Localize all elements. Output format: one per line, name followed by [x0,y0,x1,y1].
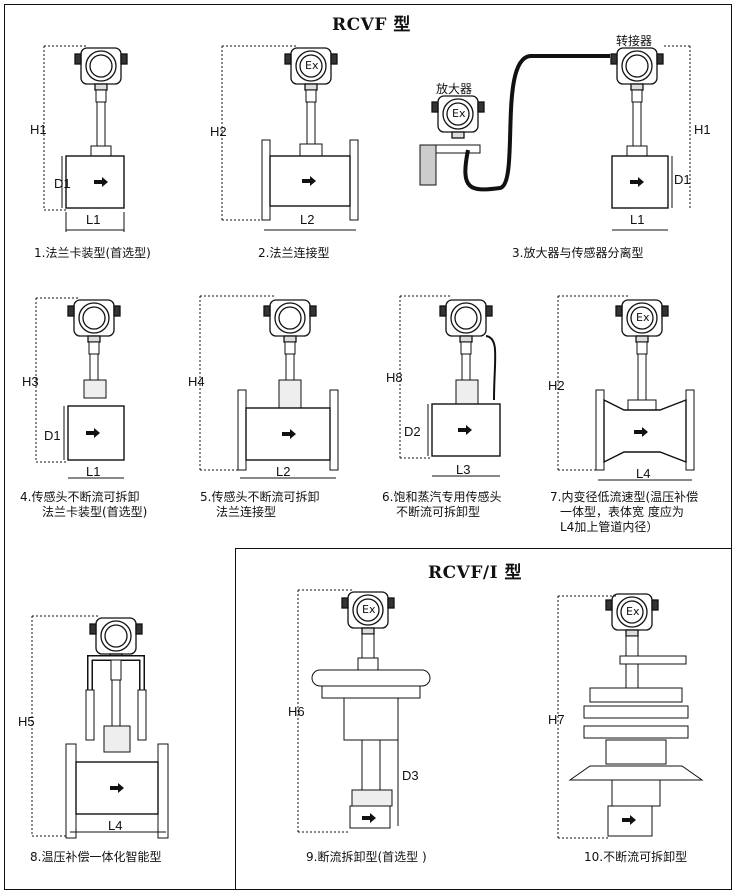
rcvf-i-section-frame [235,548,732,890]
caption-figure-5-line1: 5.传感头不断流可拆卸 [200,490,320,504]
dim-l: L2 [300,212,315,227]
dim-h: H1 [30,122,47,137]
outer-frame [4,4,732,890]
figure-1-drawing [43,45,128,232]
ex-mark: Ex [452,107,466,120]
caption-figure-4-line1: 4.传感头不断流可拆卸 [20,490,140,504]
dim-h: H5 [18,714,35,729]
caption-figure-6-line2: 不断流可拆卸型 [396,505,481,519]
figure-9-drawing [297,589,431,833]
caption-figure-3: 3.放大器与传感器分离型 [512,246,644,260]
ex-mark: Ex [636,311,650,324]
dim-l: L4 [636,466,651,481]
dim-l: L3 [456,462,471,477]
dim-l: L1 [630,212,645,227]
caption-figure-10: 10.不断流可拆卸型 [584,850,688,864]
figure-6-drawing [399,295,501,477]
dim-d: D1 [674,172,691,187]
caption-figure-9: 9.断流拆卸型(首选型 ) [306,850,427,864]
caption-figure-4-line2: 法兰卡装型(首选型) [42,505,148,519]
caption-figure-7-line3: L4加上管道内径） [560,520,659,534]
dim-d: D2 [404,424,421,439]
caption-figure-6-line1: 6.饱和蒸汽专用传感头 [382,490,502,504]
dim-h: H6 [288,704,305,719]
figure-5-drawing [199,295,339,479]
figure-3-drawing [419,45,691,231]
dim-l: L4 [108,818,123,833]
title-rcvf-i: RCVF/I 型 [428,563,522,583]
dim-h: H2 [548,378,565,393]
caption-figure-8: 8.温压补偿一体化智能型 [30,850,162,864]
dim-d: D1 [44,428,61,443]
dim-h: H8 [386,370,403,385]
ex-mark: Ex [362,603,376,616]
dim-h: H7 [548,712,565,727]
dim-d: D1 [54,176,71,191]
figure-4-drawing [35,297,125,479]
dim-h: H3 [22,374,39,389]
figure-8-drawing [31,615,169,839]
dim-d: D3 [402,768,419,783]
dim-h: H4 [188,374,205,389]
dim-h: H2 [210,124,227,139]
caption-figure-5-line2: 法兰连接型 [216,505,277,519]
dim-l: L2 [276,464,291,479]
title-rcvf: RCVF 型 [332,15,411,35]
amplifier-label: 放大器 [436,82,473,96]
ex-mark: Ex [305,59,319,72]
dim-h: H1 [694,122,711,137]
dim-l: L1 [86,212,101,227]
dim-l: L1 [86,464,101,479]
caption-figure-1: 1.法兰卡装型(首选型) [34,246,151,260]
caption-figure-2: 2.法兰连接型 [258,246,330,260]
figure-7-drawing [557,295,695,481]
figure-10-drawing [557,593,704,839]
ex-mark: Ex [626,605,640,618]
figure-2-drawing [221,45,359,231]
caption-figure-7-line1: 7.内变径低流速型(温压补偿 [550,490,699,504]
converter-label: 转接器 [616,34,653,48]
caption-figure-7-line2: 一体型，表体宽 度应为 [560,505,684,519]
